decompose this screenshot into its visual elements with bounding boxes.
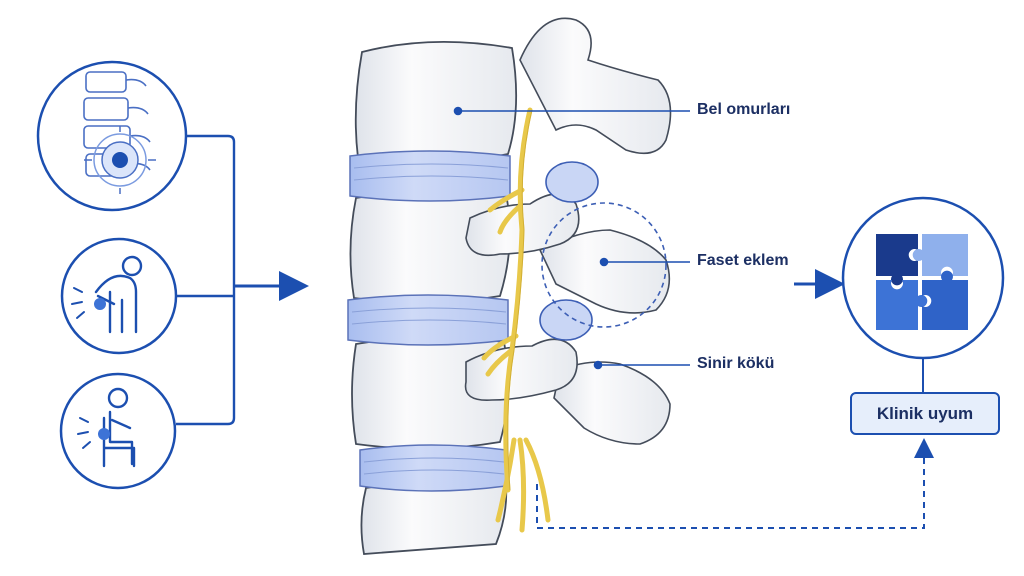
facet-highlight-circle xyxy=(541,202,667,328)
feedback-dashed-arrow xyxy=(536,438,934,529)
puzzle-pieces-icon xyxy=(841,196,1005,360)
symptom-bracket xyxy=(176,134,309,426)
spine-target-icon xyxy=(36,60,188,212)
spine-illustration xyxy=(347,17,672,555)
label-facet-joint: Faset eklem xyxy=(697,252,789,269)
back-pain-person-icon xyxy=(60,237,178,355)
sitting-person-icon xyxy=(59,372,177,490)
label-nerve-root: Sinir kökü xyxy=(697,355,775,372)
clinical-match-badge: Klinik uyum xyxy=(850,392,1000,435)
label-lumbar-vertebrae: Bel omurları xyxy=(697,101,791,118)
clinical-match-text: Klinik uyum xyxy=(876,403,974,423)
label-leaders xyxy=(453,106,690,370)
